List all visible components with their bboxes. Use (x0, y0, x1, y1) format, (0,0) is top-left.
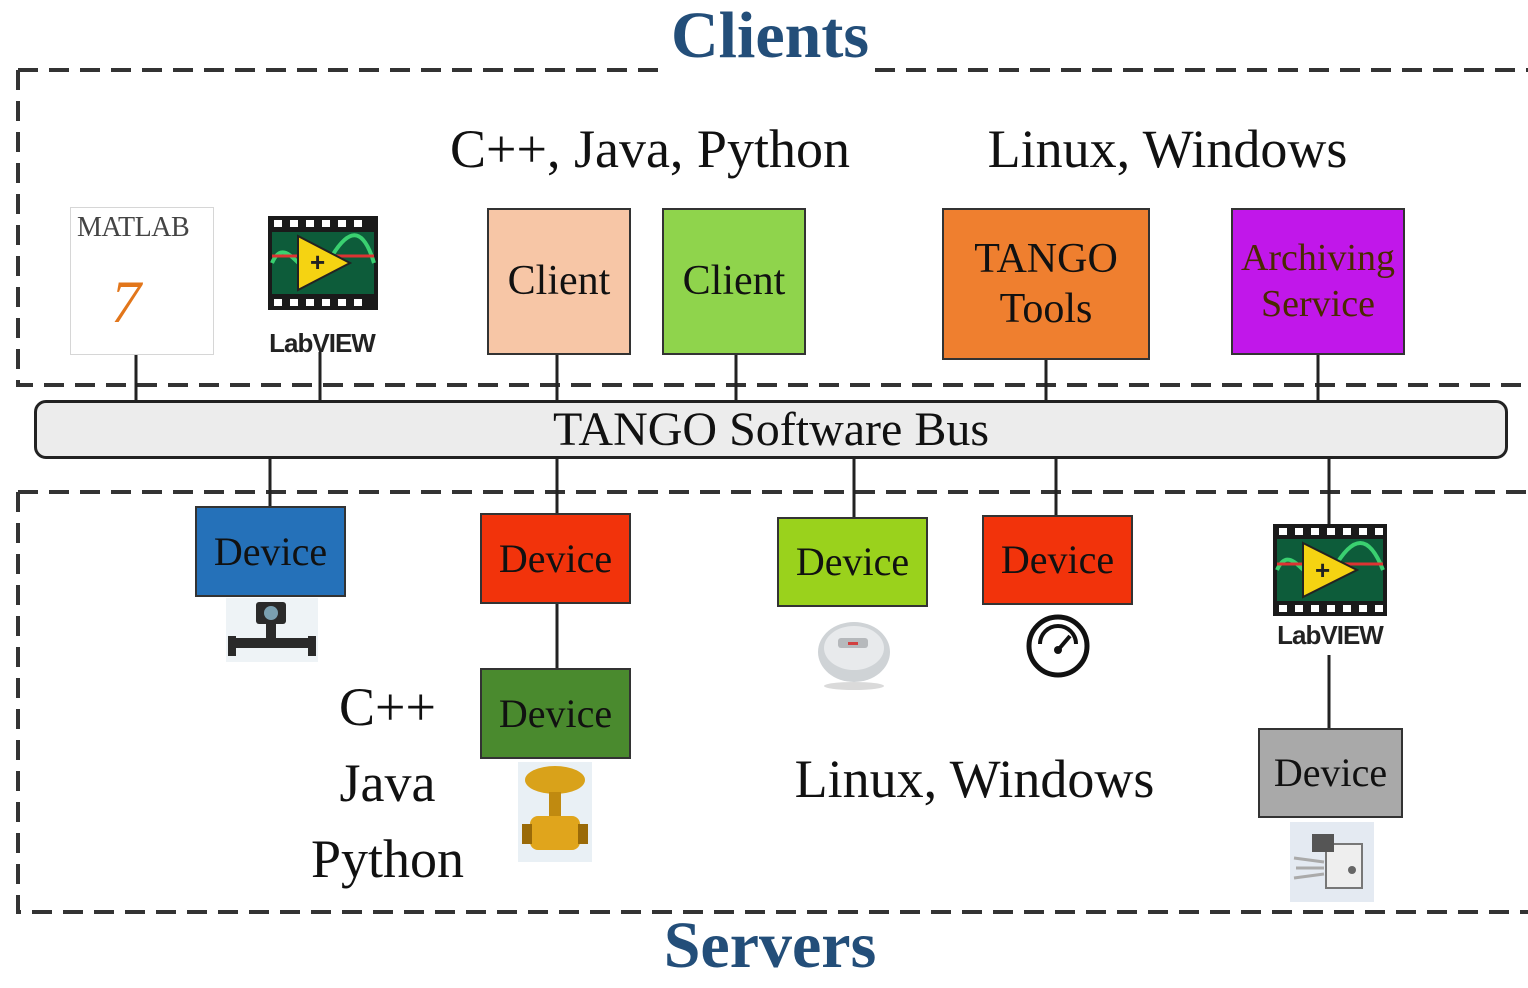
svg-text:+: + (310, 247, 325, 277)
archiving-service-box: Archiving Service (1231, 208, 1405, 355)
tango-software-bus: TANGO Software Bus (34, 400, 1508, 459)
labview-icon: + (1273, 524, 1387, 616)
labview-icon: + (268, 216, 378, 310)
gauge-icon (1026, 614, 1090, 678)
server-connectors (268, 458, 1331, 729)
client-box-2: Client (662, 208, 806, 355)
server-language-python: Python (310, 829, 465, 889)
matlab-logo: MATLAB 7 (70, 207, 214, 355)
client-languages-label: C++, Java, Python (450, 119, 850, 179)
beam-shutter-icon (1290, 822, 1374, 902)
server-language-java: Java (339, 753, 436, 813)
server-platforms-label: Linux, Windows (794, 749, 1155, 809)
valve-icon (518, 762, 592, 862)
servers-title: Servers (663, 909, 877, 982)
matlab-version: 7 (111, 269, 141, 335)
device-box-6: Device (1258, 728, 1403, 818)
camera-rail-icon (226, 598, 318, 662)
clients-title: Clients (671, 0, 869, 72)
matlab-wordmark: MATLAB (77, 212, 190, 243)
server-language-cpp: C++ (339, 677, 436, 737)
client-box-1: Client (487, 208, 631, 355)
tango-tools-box: TANGO Tools (942, 208, 1150, 360)
clients-region-border (16, 68, 1528, 387)
labview-logo-text: LabVIEW (269, 328, 376, 358)
pump-icon (818, 622, 890, 690)
device-box-5: Device (982, 515, 1133, 605)
device-box-1: Device (195, 506, 346, 597)
labview-logo-text: LabVIEW (1277, 620, 1384, 650)
svg-text:+: + (1315, 555, 1330, 585)
client-platforms-label: Linux, Windows (987, 119, 1348, 179)
device-box-4: Device (777, 517, 928, 607)
device-box-2: Device (480, 513, 631, 604)
device-box-3: Device (480, 668, 631, 759)
client-connectors (134, 352, 1320, 401)
